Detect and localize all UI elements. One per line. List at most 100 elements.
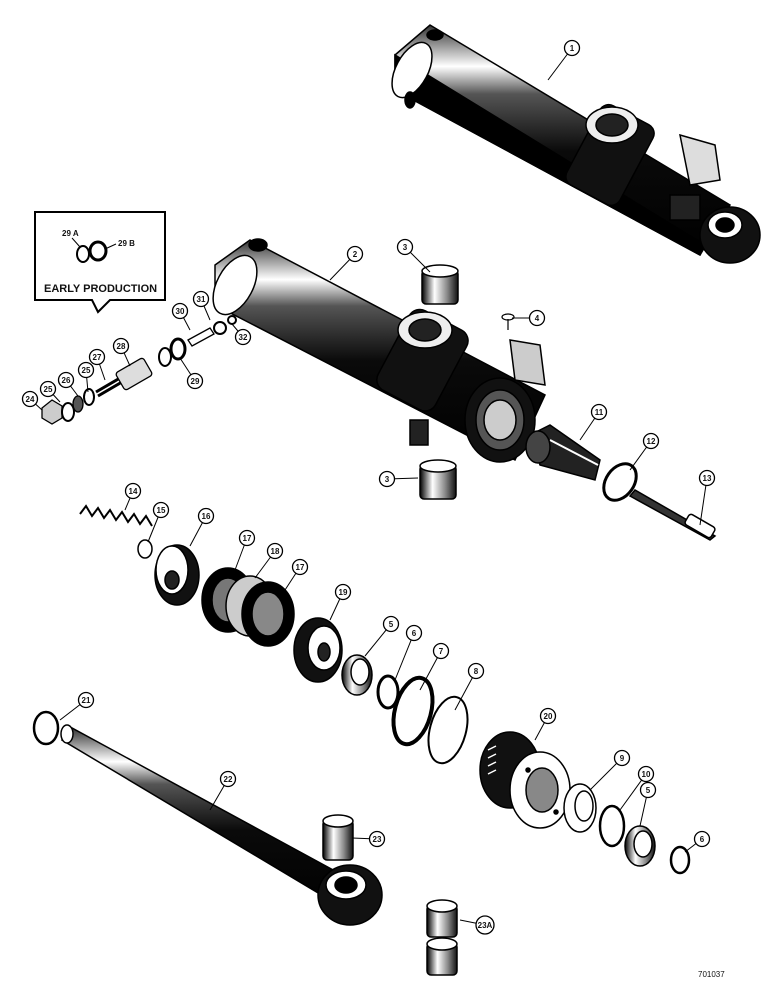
callout-circle — [693, 830, 711, 848]
callout-circle — [77, 361, 95, 379]
callout-circle — [405, 624, 423, 642]
callout-circle — [291, 558, 309, 576]
callout-label: 9 — [620, 754, 625, 763]
callout-24: 24 — [21, 390, 39, 408]
callout-label: 27 — [93, 353, 102, 362]
callout-circle — [642, 432, 660, 450]
callout-circle — [112, 337, 130, 355]
callout-23: 23 — [368, 830, 386, 848]
rod-washer — [32, 710, 60, 746]
callout-circle — [39, 380, 57, 398]
figure-code: 701037 — [698, 970, 725, 979]
cylinder-barrel — [212, 238, 546, 463]
callout-circle — [186, 372, 204, 390]
callout-27: 27 — [88, 348, 106, 366]
callout-29: 29 — [186, 372, 204, 390]
callout-bubbles: 1233455667891011121314151617171819202122… — [21, 39, 716, 935]
o-ring-rod — [669, 845, 691, 875]
callout-label: 24 — [26, 395, 35, 404]
bushing-upper — [421, 264, 459, 305]
bushing-pair — [426, 899, 458, 976]
callout-14: 14 — [124, 482, 142, 500]
callout-label: 6 — [700, 835, 705, 844]
o-ring-small — [376, 674, 400, 710]
callout-23A: 23A — [475, 915, 495, 935]
callout-circle — [88, 348, 106, 366]
callout-circle — [124, 482, 142, 500]
callout-label: 3 — [385, 475, 390, 484]
callout-circle — [539, 707, 557, 725]
callout-2: 2 — [346, 245, 364, 263]
callout-circle — [475, 915, 495, 935]
callout-label: 12 — [647, 437, 656, 446]
callout-label: 15 — [157, 506, 166, 515]
callout-circle — [528, 309, 546, 327]
callout-label: 2 — [353, 250, 358, 259]
cylinder-barrel-assembled — [391, 24, 761, 264]
callout-21: 21 — [77, 691, 95, 709]
callout-circle — [234, 328, 252, 346]
callout-circle — [698, 469, 716, 487]
callout-circle — [378, 470, 396, 488]
callout-label: 7 — [439, 647, 444, 656]
gland-nut — [479, 731, 571, 829]
callout-1: 1 — [563, 39, 581, 57]
callout-label: 30 — [176, 307, 185, 316]
callout-circle — [238, 529, 256, 547]
callout-circle — [152, 501, 170, 519]
callout-12: 12 — [642, 432, 660, 450]
callout-3: 3 — [396, 238, 414, 256]
callout-label: 8 — [474, 667, 479, 676]
callout-19: 19 — [334, 583, 352, 601]
callout-label: 17 — [296, 563, 305, 572]
piston-seal-set — [201, 567, 295, 647]
callout-circle — [57, 371, 75, 389]
callout-15: 15 — [152, 501, 170, 519]
callout-circle — [192, 290, 210, 308]
callout-25: 25 — [77, 361, 95, 379]
piston-rod — [60, 724, 383, 926]
callout-30: 30 — [171, 302, 189, 320]
screw — [501, 313, 515, 330]
callout-20: 20 — [539, 707, 557, 725]
callout-label: 28 — [117, 342, 126, 351]
callout-circle — [613, 749, 631, 767]
callout-label: 6 — [412, 629, 417, 638]
callout-label: 4 — [535, 314, 540, 323]
callout-circle — [432, 642, 450, 660]
callout-circle — [637, 765, 655, 783]
inset-title: EARLY PRODUCTION — [44, 283, 157, 295]
callout-label: 11 — [595, 408, 604, 417]
callout-16: 16 — [197, 507, 215, 525]
callout-31: 31 — [192, 290, 210, 308]
callout-label: 14 — [129, 487, 138, 496]
callout-6: 6 — [405, 624, 423, 642]
callout-label: 31 — [197, 295, 206, 304]
piston-head — [154, 544, 200, 606]
spring — [79, 504, 153, 527]
ball — [137, 539, 153, 559]
callout-label: 21 — [82, 696, 91, 705]
callout-3: 3 — [378, 470, 396, 488]
early-production-inset: EARLY PRODUCTION 29 A 29 B — [34, 211, 166, 314]
callout-circle — [382, 615, 400, 633]
inset-label-29b: 29 B — [118, 239, 135, 248]
valve-fitting — [525, 424, 601, 481]
callout-label: 5 — [646, 786, 651, 795]
callout-circle — [368, 830, 386, 848]
callout-10: 10 — [637, 765, 655, 783]
callout-label: 1 — [570, 44, 575, 53]
callout-label: 25 — [82, 366, 91, 375]
callout-label: 10 — [642, 770, 651, 779]
relief-valve-parts — [41, 315, 237, 425]
callout-17: 17 — [238, 529, 256, 547]
callout-11: 11 — [590, 403, 608, 421]
bushing-lower — [419, 459, 457, 500]
callout-label: 23A — [478, 921, 493, 930]
backup-ring — [427, 695, 469, 765]
wiper-seal — [563, 783, 597, 833]
callout-label: 18 — [271, 547, 280, 556]
callout-circle — [590, 403, 608, 421]
